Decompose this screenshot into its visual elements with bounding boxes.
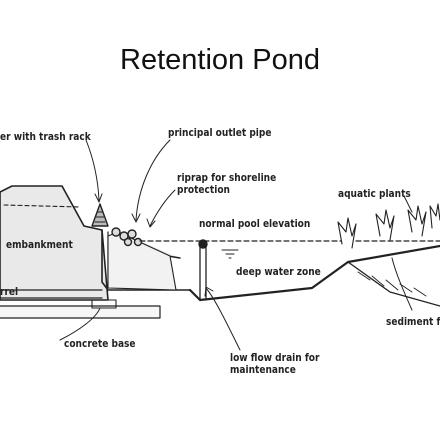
aquatic-plants-group — [337, 203, 440, 249]
leader-principal-outlet — [135, 139, 171, 221]
concrete-base-label: concrete base — [64, 338, 136, 350]
aquatic-plants-label: aquatic plants — [338, 188, 411, 200]
riser-wall — [101, 229, 191, 291]
aquatic-plant — [337, 217, 357, 249]
low-flow-drain-label-line1: low flow drain for — [230, 352, 320, 364]
trash-rack-hatch — [94, 211, 106, 223]
leader-low-flow-head — [204, 286, 214, 297]
riprap-stone — [123, 237, 133, 247]
diagram-title: Retention Pond — [120, 44, 320, 76]
trash-rack-cone — [91, 203, 109, 227]
pond-bank-lower — [347, 261, 440, 307]
riprap-label-line1: riprap for shoreline — [177, 172, 277, 184]
low-flow-drain-cap — [198, 239, 208, 249]
riprap-stone — [111, 227, 121, 237]
deep-water-zone-label: deep water zone — [236, 266, 321, 278]
leader-plants — [403, 195, 413, 213]
barrel-pipe — [0, 289, 103, 299]
leader-concrete-base — [59, 307, 101, 341]
embankment-dashed-line — [3, 204, 81, 208]
embankment-label: embankment — [6, 239, 73, 251]
principal-outlet-pipe-label: principal outlet pipe — [168, 127, 272, 139]
pond-bottom — [188, 244, 440, 302]
barrel-label: rrel — [0, 286, 19, 298]
leader-low-flow — [205, 287, 241, 351]
sediment-label: sediment f — [386, 316, 440, 328]
leader-principal-outlet-head — [131, 213, 141, 223]
concrete-base — [0, 305, 161, 319]
riprap-label-line2: protection — [177, 184, 230, 196]
riser-trash-rack-label: er with trash rack — [0, 131, 91, 143]
leader-riser-head — [94, 193, 103, 203]
aquatic-plant — [429, 203, 440, 229]
aquatic-plant — [407, 205, 427, 237]
aquatic-plant — [375, 209, 395, 241]
leader-riser — [85, 139, 100, 201]
leader-riprap-head — [146, 218, 156, 228]
riprap-stone — [127, 229, 137, 239]
low-flow-drain-label-line2: maintenance — [230, 364, 296, 376]
water-level-symbol — [221, 249, 239, 259]
concrete-base-block — [91, 299, 117, 309]
leader-riprap — [149, 189, 176, 227]
riprap-stone — [133, 237, 143, 247]
normal-pool-elevation-label: normal pool elevation — [199, 218, 311, 230]
leader-sediment — [391, 257, 413, 311]
pond-bank-hatch — [357, 271, 427, 297]
